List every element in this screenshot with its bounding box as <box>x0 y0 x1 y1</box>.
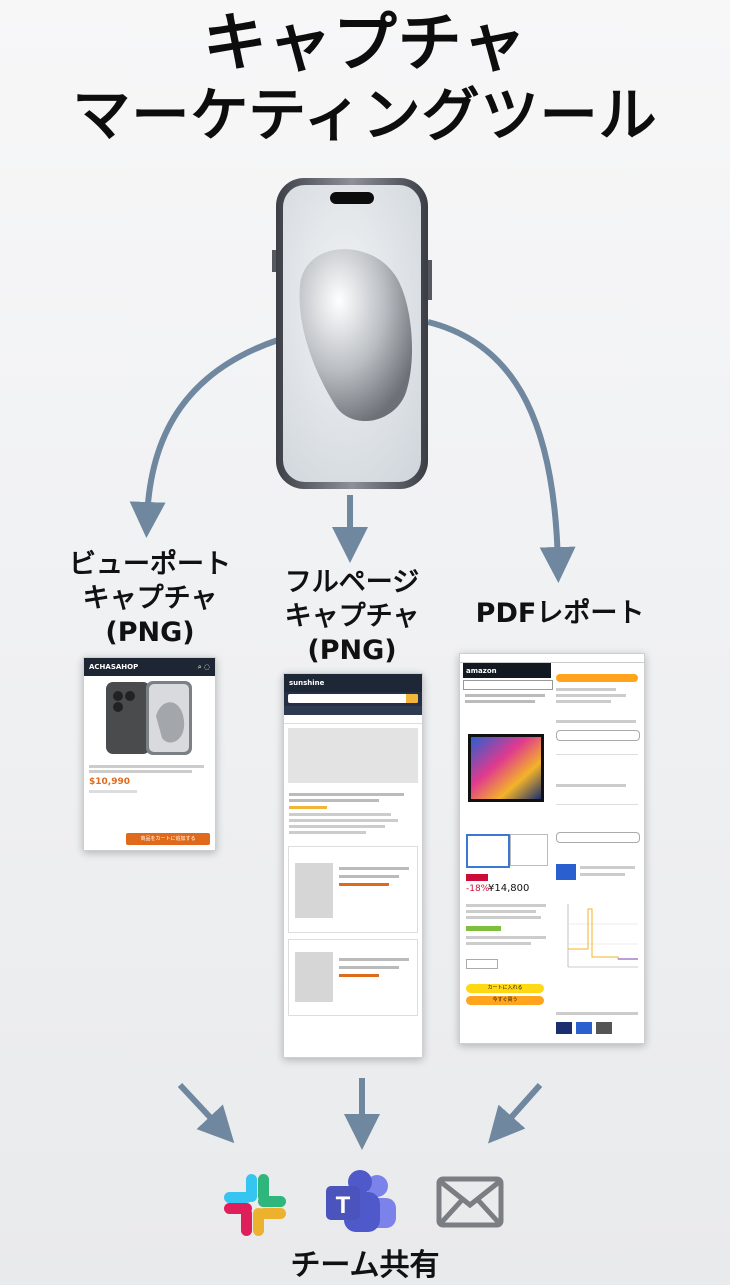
monitor-product-image <box>468 734 544 802</box>
viewport-screenshot-thumbnail: ACHASAHOP ⌕ ◌ $10,990 商品をカートに追加する <box>83 657 216 851</box>
price-history-chart <box>567 904 638 968</box>
shop-logo: ACHASAHOP <box>89 663 139 671</box>
pdf-report-thumbnail: amazon -18% ¥14,800 カートに入れる 今すぐ買う <box>459 653 645 1044</box>
fullpage-screenshot-thumbnail: sunshine <box>283 673 423 1058</box>
title-line-1: キャプチャ <box>202 7 528 81</box>
pdf-add-to-cart-button[interactable]: カートに入れる <box>466 984 544 993</box>
pdf-price: ¥14,800 <box>488 883 530 894</box>
team-share-label: チーム共有 <box>290 1248 440 1283</box>
mail-icon <box>436 1176 504 1228</box>
label-fullpage: フルページ キャプチャ (PNG) <box>284 567 420 666</box>
arrow-to-viewport <box>129 337 279 538</box>
site-logo: sunshine <box>289 679 325 687</box>
related-item-card <box>288 846 418 933</box>
search-icon[interactable] <box>406 694 418 703</box>
related-item-card <box>288 939 418 1016</box>
search-bar[interactable] <box>288 694 418 703</box>
product-image <box>106 681 192 755</box>
hero-image <box>288 728 418 783</box>
amazon-logo: amazon <box>466 666 497 675</box>
discount-percent: -18% <box>466 884 490 894</box>
arrow-viewport-to-share <box>177 1082 235 1144</box>
arrow-to-pdf <box>427 319 576 583</box>
add-to-cart-button[interactable]: 商品をカートに追加する <box>126 833 210 845</box>
slack-icon <box>224 1174 286 1236</box>
teams-icon: T <box>326 1170 396 1232</box>
svg-text:T: T <box>336 1192 351 1219</box>
label-viewport: ビューポート キャプチャ (PNG) <box>69 549 231 648</box>
product-price: $10,990 <box>89 777 130 787</box>
title-line-2: マーケティングツール <box>72 81 658 149</box>
pdf-buy-now-button[interactable]: 今すぐ買う <box>466 996 544 1005</box>
label-pdf: PDFレポート <box>475 598 645 629</box>
arrow-pdf-to-share <box>488 1083 543 1144</box>
header-icons: ⌕ ◌ <box>197 662 210 671</box>
